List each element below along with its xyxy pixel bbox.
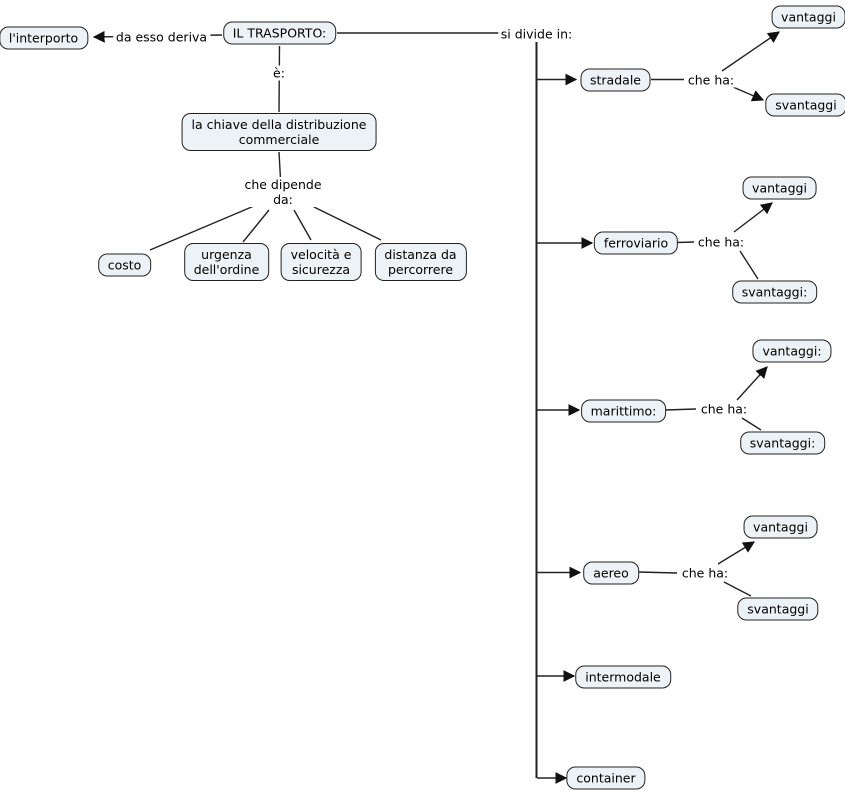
node-stradale-vantaggi[interactable]: vantaggi — [771, 5, 845, 28]
node-urgenza-line1: urgenza — [201, 246, 252, 262]
node-chiave-line1: la chiave della distribuzione — [191, 117, 367, 132]
node-interporto-label: l'interporto — [8, 30, 79, 45]
node-intermodale[interactable]: intermodale — [575, 665, 671, 688]
connector-marittimo-cheha — [664, 366, 768, 431]
node-marittimo-label: marittimo: — [590, 403, 657, 418]
link-label-e[interactable]: è: — [270, 65, 288, 81]
node-marittimo-svantaggi-label: svantaggi: — [749, 435, 816, 451]
node-distanza-line1: distanza da — [384, 246, 457, 262]
node-ferroviario-vantaggi-label: vantaggi — [752, 180, 807, 195]
node-interporto[interactable]: l'interporto — [0, 26, 89, 49]
connector-aereo-cheha — [637, 541, 756, 597]
node-aereo-svantaggi[interactable]: svantaggi — [737, 597, 819, 620]
node-velocita-line2: sicurezza — [291, 261, 351, 277]
node-distanza-line2: percorrere — [387, 261, 454, 277]
node-stradale-svantaggi-label: svantaggi — [775, 97, 837, 112]
link-label-che-ha-marittimo[interactable]: che ha: — [697, 401, 751, 417]
node-costo[interactable]: costo — [97, 253, 152, 277]
node-chiave-line2: commerciale — [238, 132, 320, 147]
node-distanza-percorrere[interactable]: distanza da percorrere — [374, 242, 467, 281]
node-marittimo-vantaggi-label: vantaggi: — [762, 343, 822, 359]
link-label-che-ha-stradale[interactable]: che ha: — [684, 72, 738, 87]
node-trasporto[interactable]: IL TRASPORTO: — [222, 21, 337, 45]
node-velocita-sicurezza[interactable]: velocità e sicurezza — [280, 242, 362, 281]
node-ferroviario[interactable]: ferroviario — [593, 231, 679, 255]
node-ferroviario-svantaggi[interactable]: svantaggi: — [731, 280, 818, 304]
node-stradale-label: stradale — [590, 72, 641, 87]
connector-ferroviario-cheha — [676, 202, 773, 280]
node-stradale[interactable]: stradale — [580, 68, 651, 91]
link-label-che-ha-aereo[interactable]: che ha: — [678, 565, 732, 581]
node-ferroviario-svantaggi-label: svantaggi: — [741, 284, 808, 300]
node-urgenza-ordine[interactable]: urgenza dell'ordine — [183, 242, 270, 281]
node-aereo[interactable]: aereo — [583, 561, 639, 584]
node-aereo-label: aereo — [593, 565, 629, 580]
connector-divide-trunk — [337, 32, 594, 784]
node-urgenza-line2: dell'ordine — [193, 261, 260, 277]
node-marittimo-svantaggi[interactable]: svantaggi: — [739, 431, 826, 455]
node-container[interactable]: container — [566, 766, 646, 790]
node-intermodale-label: intermodale — [585, 669, 661, 684]
link-label-che-dipende-line1: che dipende — [244, 177, 322, 192]
node-aereo-vantaggi[interactable]: vantaggi — [743, 515, 818, 538]
connector-fan-dipende — [149, 205, 382, 251]
node-container-label: container — [576, 770, 636, 786]
node-marittimo[interactable]: marittimo: — [580, 399, 667, 422]
node-aereo-vantaggi-label: vantaggi — [753, 519, 808, 534]
link-label-da-esso-deriva[interactable]: da esso deriva — [112, 29, 211, 45]
link-label-si-divide-in[interactable]: si divide in: — [497, 26, 576, 41]
connector-stradale-cheha — [651, 31, 780, 102]
link-label-che-dipende-line2: da: — [273, 192, 293, 207]
node-stradale-svantaggi[interactable]: svantaggi — [765, 93, 845, 116]
node-marittimo-vantaggi[interactable]: vantaggi: — [752, 339, 832, 363]
link-label-che-dipende[interactable]: che dipende da: — [241, 177, 325, 207]
node-stradale-vantaggi-label: vantaggi — [781, 9, 836, 24]
node-chiave-distribuzione[interactable]: la chiave della distribuzione commercial… — [181, 113, 377, 151]
node-ferroviario-label: ferroviario — [603, 235, 669, 251]
link-label-che-ha-ferroviario[interactable]: che ha: — [694, 234, 748, 249]
node-velocita-line1: velocità e — [290, 246, 352, 262]
node-trasporto-label: IL TRASPORTO: — [232, 25, 327, 41]
node-aereo-svantaggi-label: svantaggi — [747, 601, 809, 616]
node-ferroviario-vantaggi[interactable]: vantaggi — [742, 176, 817, 199]
node-costo-label: costo — [107, 257, 142, 273]
